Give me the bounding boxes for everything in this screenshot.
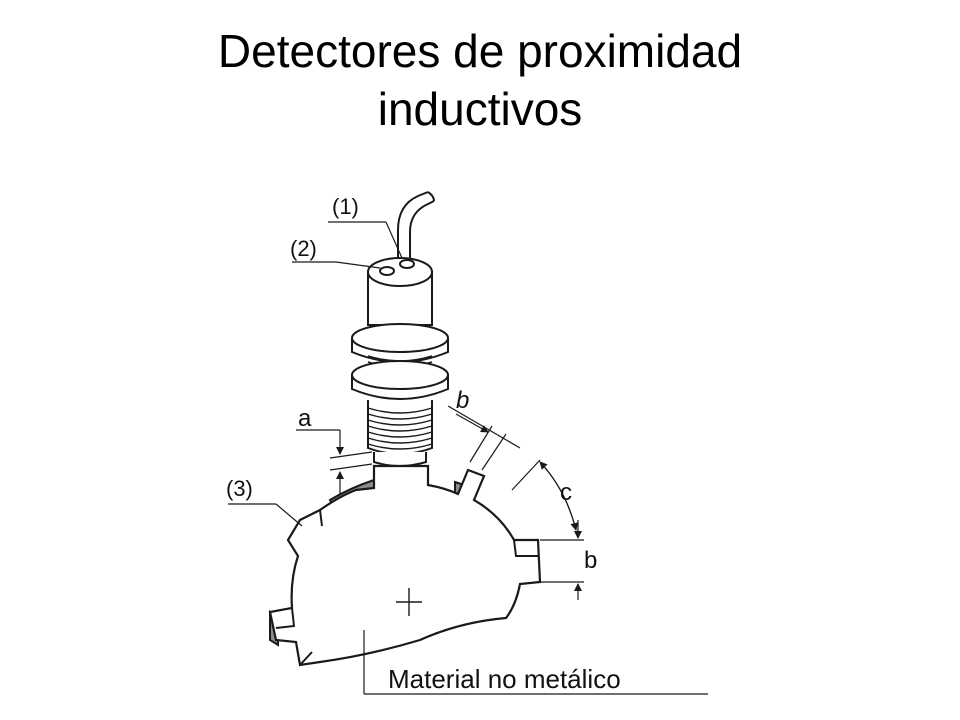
leader-lines	[228, 221, 708, 695]
label-b-top: b	[456, 387, 469, 414]
toothed-wheel	[268, 464, 542, 667]
dimension-b-right	[540, 520, 584, 600]
label-3: (3)	[226, 476, 253, 501]
thread-lines	[367, 407, 433, 450]
upper-nut	[351, 323, 449, 363]
dimension-b-top	[447, 405, 521, 471]
lower-nut	[351, 360, 449, 400]
sensor-body	[367, 257, 433, 326]
label-a: a	[298, 405, 312, 432]
material-label: Material no metálico	[388, 664, 621, 694]
sensing-face	[373, 452, 427, 467]
dimension-c	[511, 459, 579, 531]
title-line-1: Detectores de proximidad	[217, 25, 743, 77]
label-2: (2)	[290, 236, 317, 261]
tooth-edges	[275, 466, 538, 666]
label-c: c	[560, 479, 572, 506]
label-b-right: b	[584, 547, 597, 574]
label-1: (1)	[332, 194, 359, 219]
slide-title: Detectores de proximidad inductivos	[0, 22, 960, 138]
dimension-a	[296, 429, 373, 494]
wheel-center-mark	[396, 588, 422, 616]
sensor-cables	[397, 191, 435, 262]
title-line-2: inductivos	[377, 83, 583, 135]
